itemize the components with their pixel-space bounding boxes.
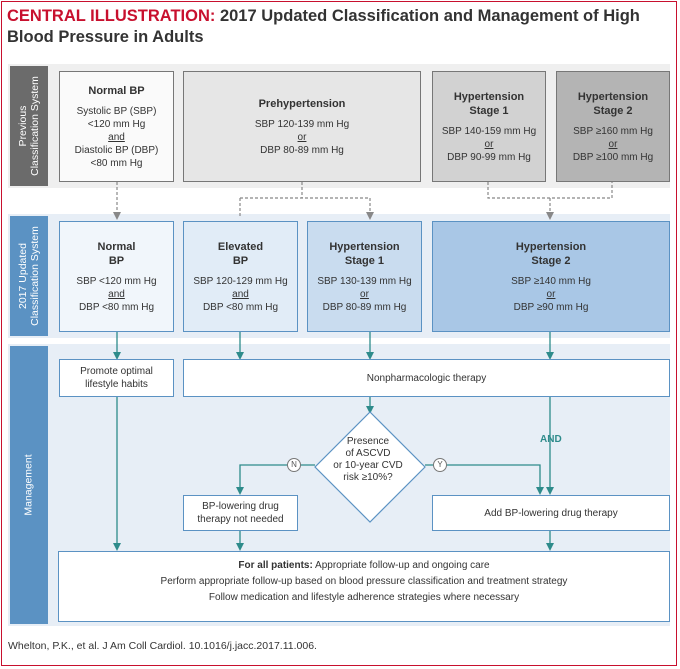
decision-line4: risk ≥10%? [343,472,393,483]
add-drug-therapy-box: Add BP-lowering drug therapy [432,495,670,531]
decision-diamond [314,411,426,523]
promote-line2: lifestyle habits [85,379,148,390]
new-stage1-dbp: DBP 80-89 mm Hg [322,301,407,313]
all-patients-line2: Perform appropriate follow-up based on b… [160,576,568,587]
arrow-decision-yes [425,464,544,495]
new-elevated-heading-2: BP [232,254,249,267]
decision-line3: or 10-year CVD [333,460,403,471]
new-normal-sbp: SBP <120 mm Hg [76,275,157,287]
and-label: AND [540,434,562,445]
citation: Whelton, P.K., et al. J Am Coll Cardiol.… [8,640,317,652]
decision-text: Presence of ASCVD or 10-year CVD risk ≥1… [318,436,418,484]
prev-normal-sbp-value: <120 mm Hg [87,118,146,130]
prev-stage2-heading-1: Hypertension [577,90,649,103]
new-elevated-dbp: DBP <80 mm Hg [202,301,279,313]
prev-stage2-or: or [608,138,618,150]
title-text: 2017 Updated Classification and Manageme… [7,7,640,46]
title-lead: CENTRAL ILLUSTRATION: [7,7,216,25]
prev-stage2-sbp: SBP ≥160 mm Hg [573,125,653,137]
prev-prehypertension-box: Prehypertension SBP 120-139 mm Hg or DBP… [183,71,421,182]
prev-stage2-dbp: DBP ≥100 mm Hg [572,151,654,163]
all-patients-box: For all patients: Appropriate follow-up … [58,551,670,622]
new-normal-box: Normal BP SBP <120 mm Hg and DBP <80 mm … [59,221,174,332]
prev-stage1-or: or [484,138,494,150]
new-stage1-box: Hypertension Stage 1 SBP 130-139 mm Hg o… [307,221,422,332]
new-normal-dbp: DBP <80 mm Hg [78,301,155,313]
new-stage2-sbp: SBP ≥140 mm Hg [511,275,591,287]
promote-line1: Promote optimal [80,366,153,377]
prev-stage2-box: Hypertension Stage 2 SBP ≥160 mm Hg or D… [556,71,670,182]
prev-stage1-heading-1: Hypertension [453,90,525,103]
all-patients-lead: For all patients: [238,560,313,571]
dashed-arrow-prehypertension-split [239,182,370,216]
new-stage1-sbp: SBP 130-139 mm Hg [317,275,412,287]
all-patients-line3: Follow medication and lifestyle adherenc… [208,592,520,603]
new-stage1-heading-1: Hypertension [329,240,400,253]
prev-stage1-dbp: DBP 90-99 mm Hg [447,151,531,163]
new-stage2-or: or [546,288,556,300]
figure-title: CENTRAL ILLUSTRATION: 2017 Updated Class… [7,6,667,48]
nonpharm-label: Nonpharmacologic therapy [366,372,487,384]
new-normal-heading-1: Normal [97,240,136,253]
new-normal-and: and [108,288,125,300]
add-drug-label: Add BP-lowering drug therapy [484,507,618,519]
not-needed-line1: BP-lowering drug [202,501,279,512]
no-branch-badge: N [287,458,301,472]
dashed-arrow-stage1-split [487,182,613,216]
new-stage1-heading-2: Stage 1 [344,254,385,267]
yes-branch-badge: Y [433,458,447,472]
new-stage2-heading-2: Stage 2 [531,254,571,267]
decision-line2: of ASCVD [345,448,391,459]
all-patients-line1: For all patients: Appropriate follow-up … [59,558,669,574]
decision-line1: Presence [346,436,390,447]
new-elevated-box: Elevated BP SBP 120-129 mm Hg and DBP <8… [183,221,298,332]
prev-normal-dbp-label: Diastolic BP (DBP) [74,144,159,156]
prev-normal-box: Normal BP Systolic BP (SBP) <120 mm Hg a… [59,71,174,182]
prev-prehypertension-dbp: DBP 80-89 mm Hg [260,144,344,156]
prev-normal-heading: Normal BP [88,84,145,97]
new-stage2-dbp: DBP ≥90 mm Hg [513,301,589,313]
prev-normal-sbp-label: Systolic BP (SBP) [76,105,157,117]
arrow-decision-no [236,464,315,495]
new-stage2-heading-1: Hypertension [515,240,587,253]
prev-stage1-sbp: SBP 140-159 mm Hg [441,125,537,137]
side-label-management: Management [10,346,48,624]
prev-prehypertension-sbp: SBP 120-139 mm Hg [254,118,350,130]
new-elevated-and: and [232,288,249,300]
prev-stage2-heading-2: Stage 2 [593,104,633,117]
new-stage2-box: Hypertension Stage 2 SBP ≥140 mm Hg or D… [432,221,670,332]
new-normal-heading-2: BP [108,254,125,267]
all-patients-rest: Appropriate follow-up and ongoing care [312,560,490,571]
prev-normal-dbp-value: <80 mm Hg [90,157,143,169]
not-needed-line2: therapy not needed [197,514,284,525]
new-elevated-sbp: SBP 120-129 mm Hg [193,275,288,287]
prev-prehypertension-or: or [297,131,307,143]
prev-prehypertension-heading: Prehypertension [258,97,346,110]
nonpharm-therapy-box: Nonpharmacologic therapy [183,359,670,397]
prev-stage1-box: Hypertension Stage 1 SBP 140-159 mm Hg o… [432,71,546,182]
new-stage1-or: or [360,288,369,300]
drug-not-needed-box: BP-lowering drug therapy not needed [183,495,298,531]
prev-stage1-heading-2: Stage 1 [469,104,509,117]
new-elevated-heading-1: Elevated [217,240,264,253]
prev-normal-and: and [108,131,125,143]
promote-lifestyle-box: Promote optimal lifestyle habits [59,359,174,397]
